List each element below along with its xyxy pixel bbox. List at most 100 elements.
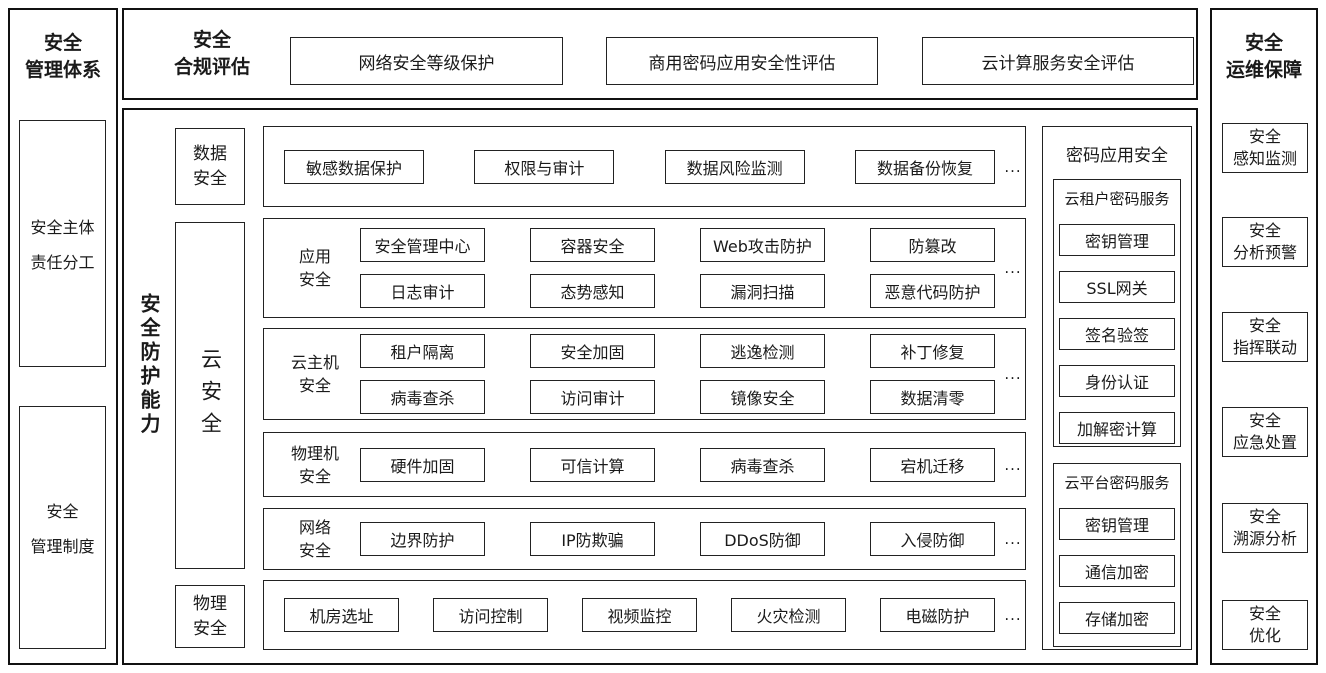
box-label-line: 安全 [1248,316,1281,335]
box-label-line: 安全 [193,168,227,189]
title-line: 安全 [1244,32,1283,54]
more-ellipsis: ... [1004,455,1022,474]
compliance-item: 云计算服务安全评估 [922,37,1194,85]
row-label-line: 网络 [298,518,331,537]
management-rules-box: 安全 管理制度 [19,406,106,649]
capability-item: 数据备份恢复 [854,149,995,184]
capability-item: 安全加固 [530,334,655,368]
capability-item: 敏感数据保护 [284,149,424,184]
box-label-line: 安全 [1248,604,1281,623]
box-label-line: 管理制度 [30,537,95,556]
compliance-item: 商用密码应用安全性评估 [606,37,878,85]
row-label: 物理机 安全 [280,442,350,488]
capability-items: 租户隔离 安全加固 逃逸检测 补丁修复 病毒查杀 访问审计 镜像安全 数据清零 [360,334,995,414]
capability-item: 数据风险监测 [664,149,805,184]
crypto-item: SSL网关 [1059,271,1175,303]
box-label-line: 安全 [1248,411,1281,430]
row-label-line: 安全 [298,270,331,289]
cloud-security-label-box: 云安全 [175,222,245,569]
capability-item: 边界防护 [360,522,485,556]
capability-item: 机房选址 [284,598,399,632]
crypto-item: 密钥管理 [1059,224,1175,256]
capability-items: 机房选址 访问控制 视频监控 火灾检测 电磁防护 [284,598,995,632]
capability-item: 访问审计 [530,380,655,414]
responsibility-division-box: 安全主体 责任分工 [19,120,106,367]
box-label-line: 分析预警 [1232,243,1297,262]
capability-item: 态势感知 [530,274,655,308]
capability-item: 视频监控 [582,598,697,632]
row-label-line: 安全 [298,541,331,560]
capability-item: 火灾检测 [731,598,846,632]
capability-item: IP防欺骗 [530,522,655,556]
ops-item: 安全 分析预警 [1222,217,1308,267]
crypto-item: 通信加密 [1059,555,1175,587]
security-operations-title: 安全 运维保障 [1212,30,1316,84]
ops-item: 安全 感知监测 [1222,123,1308,173]
title-line: 管理体系 [24,59,101,81]
title-line: 安全 [192,29,231,51]
box-label-line: 安全主体 [30,218,95,237]
row-label-line: 安全 [298,466,331,486]
tenant-crypto-service-group: 云租户密码服务 密钥管理 SSL网关 签名验签 身份认证 加解密计算 [1053,179,1181,447]
box-label-line: 安全 [193,618,227,639]
capability-item: 权限与审计 [474,149,615,184]
capability-items: 敏感数据保护 权限与审计 数据风险监测 数据备份恢复 [284,149,995,184]
capability-item: 漏洞扫描 [700,274,825,308]
crypto-application-security-title: 密码应用安全 [1066,146,1168,166]
capability-items: 硬件加固 可信计算 病毒查杀 宕机迁移 [360,447,995,482]
box-label-line: 责任分工 [30,253,95,272]
compliance-assessment-title: 安全 合规评估 [152,27,272,81]
capability-items: 边界防护 IP防欺骗 DDoS防御 入侵防御 [360,522,995,556]
title-line: 安全 [43,32,82,54]
more-ellipsis: ... [1004,606,1022,624]
capability-item: 病毒查杀 [700,447,825,482]
ops-item: 安全 应急处置 [1222,407,1308,457]
row-label-line: 物理机 [290,443,339,463]
security-operations-panel: 安全 运维保障 安全 感知监测 安全 分析预警 安全 指挥联动 安全 应急处置 … [1210,8,1318,665]
title-line: 合规评估 [173,56,250,78]
box-label-line: 安全 [46,502,79,521]
crypto-item: 加解密计算 [1059,412,1175,444]
capability-item: 逃逸检测 [700,334,825,368]
row-label: 云主机 安全 [280,351,350,397]
protection-capability-title: 安全防护能力 [137,293,161,437]
row-label-line: 安全 [298,376,331,395]
crypto-item: 存储加密 [1059,602,1175,634]
physical-security-label-box: 物理 安全 [175,585,245,648]
platform-crypto-service-title: 云平台密码服务 [1064,474,1170,492]
box-label-line: 安全 [1248,127,1281,146]
capability-item: 防篡改 [870,228,995,262]
box-label-line: 应急处置 [1232,433,1297,452]
capability-item: 入侵防御 [870,522,995,556]
data-security-label-box: 数据 安全 [175,128,245,205]
more-ellipsis: ... [1004,530,1022,548]
box-label-line: 安全 [1248,507,1281,526]
title-line: 运维保障 [1225,59,1302,81]
row-label-line: 云主机 [290,353,339,372]
compliance-assessment-panel: 安全 合规评估 网络安全等级保护 商用密码应用安全性评估 云计算服务安全评估 [122,8,1198,100]
box-label-line: 优化 [1248,626,1281,645]
row-label: 应用 安全 [280,245,350,291]
capability-item: 病毒查杀 [360,380,485,414]
cloud-host-security-row: 云主机 安全 租户隔离 安全加固 逃逸检测 补丁修复 病毒查杀 访问审计 镜像安… [263,328,1026,420]
box-label-line: 指挥联动 [1232,338,1297,357]
capability-item: 电磁防护 [880,598,995,632]
more-ellipsis: ... [1004,259,1022,277]
capability-item: 补丁修复 [870,334,995,368]
more-ellipsis: ... [1004,365,1022,383]
box-label-line: 感知监测 [1232,149,1297,168]
capability-item: 可信计算 [530,447,655,482]
ops-item: 安全 溯源分析 [1222,503,1308,553]
crypto-item: 身份认证 [1059,365,1175,397]
row-label-line: 应用 [298,247,331,266]
capability-item: DDoS防御 [700,522,825,556]
capability-items: 安全管理中心 容器安全 Web攻击防护 防篡改 日志审计 态势感知 漏洞扫描 恶… [360,228,995,308]
tenant-crypto-service-title: 云租户密码服务 [1064,190,1170,208]
compliance-item: 网络安全等级保护 [290,37,563,85]
crypto-application-security-panel: 密码应用安全 云租户密码服务 密钥管理 SSL网关 签名验签 身份认证 加解密计… [1042,126,1192,650]
capability-item: 恶意代码防护 [870,274,995,308]
capability-item: Web攻击防护 [700,228,825,262]
capability-item: 容器安全 [530,228,655,262]
capability-item: 宕机迁移 [870,447,995,482]
ops-item: 安全 指挥联动 [1222,312,1308,362]
